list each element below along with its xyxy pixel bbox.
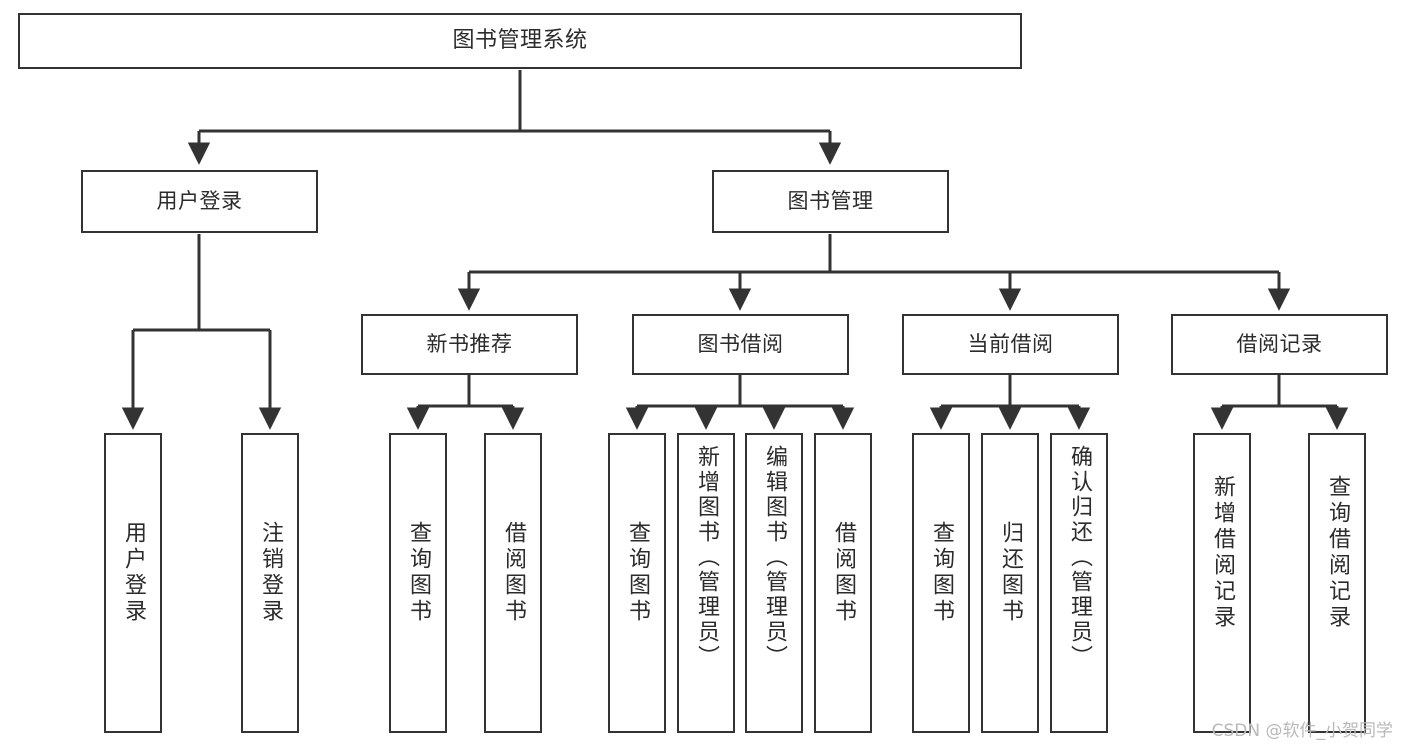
node-root-book-management-system[interactable]: 图书管理系统 [18,13,1022,69]
node-label: 用户登录 [121,521,146,625]
node-label: 查询借阅记录 [1325,475,1350,631]
leaf-user-login[interactable]: 用户登录 [104,433,162,733]
leaf-query-book-borrow[interactable]: 查询图书 [608,433,666,733]
node-label: 注销登录 [258,521,283,625]
leaf-add-book[interactable]: 新增图书（管理员） [677,433,735,733]
leaf-query-book-recommend[interactable]: 查询图书 [389,433,447,733]
node-label: 图书借阅 [697,332,784,357]
node-borrow-record[interactable]: 借阅记录 [1171,314,1388,375]
node-book-management[interactable]: 图书管理 [712,170,949,233]
node-current-borrow[interactable]: 当前借阅 [902,314,1119,375]
node-label: 编辑图书（管理员） [762,445,787,670]
node-label: 借阅图书 [831,521,856,625]
leaf-logout-login[interactable]: 注销登录 [241,433,299,733]
leaf-borrow-book-recommend[interactable]: 借阅图书 [484,433,542,733]
node-book-borrow[interactable]: 图书借阅 [632,314,849,375]
node-label: 用户登录 [156,189,243,214]
node-label: 新书推荐 [426,332,513,357]
leaf-query-borrow-record[interactable]: 查询借阅记录 [1308,433,1366,733]
leaf-confirm-return[interactable]: 确认归还（管理员） [1050,433,1108,733]
node-label: 归还图书 [998,521,1023,625]
leaf-add-borrow-record[interactable]: 新增借阅记录 [1193,433,1251,733]
node-label: 借阅图书 [501,521,526,625]
leaf-return-book[interactable]: 归还图书 [981,433,1039,733]
node-label: 当前借阅 [967,332,1054,357]
node-label: 新增借阅记录 [1210,475,1235,631]
node-label: 查询图书 [929,521,954,625]
node-label: 新增图书（管理员） [694,445,719,670]
leaf-query-book-current[interactable]: 查询图书 [912,433,970,733]
node-new-book-recommend[interactable]: 新书推荐 [361,314,578,375]
leaf-edit-book[interactable]: 编辑图书（管理员） [745,433,803,733]
node-user-login[interactable]: 用户登录 [81,170,318,233]
node-label: 查询图书 [625,521,650,625]
leaf-borrow-book[interactable]: 借阅图书 [814,433,872,733]
node-label: 查询图书 [406,521,431,625]
node-label: 图书管理系统 [452,28,588,54]
node-label: 图书管理 [787,189,874,214]
node-label: 确认归还（管理员） [1067,445,1092,670]
node-label: 借阅记录 [1236,332,1323,357]
csdn-watermark: CSDN @软件_小贺同学 [1211,721,1393,741]
